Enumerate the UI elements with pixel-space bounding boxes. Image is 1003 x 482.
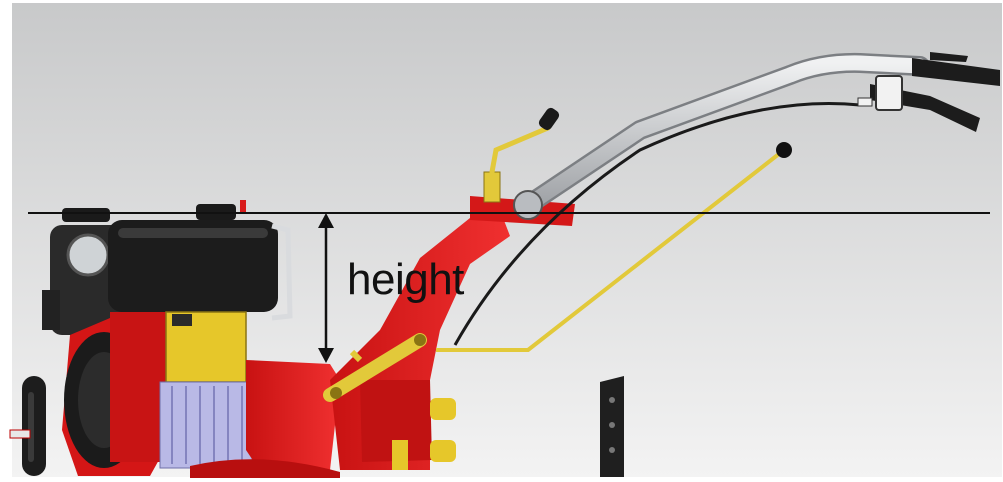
height-dimension-arrow bbox=[318, 213, 334, 363]
tine-blade bbox=[600, 376, 624, 477]
link-arm bbox=[323, 333, 427, 402]
engine bbox=[42, 200, 340, 478]
height-label: height bbox=[347, 255, 464, 304]
handlebar bbox=[513, 52, 1000, 220]
control-cable bbox=[453, 102, 861, 346]
clutch-rod bbox=[436, 142, 792, 352]
left-wheel bbox=[9, 376, 46, 476]
gear-lever bbox=[483, 107, 560, 203]
